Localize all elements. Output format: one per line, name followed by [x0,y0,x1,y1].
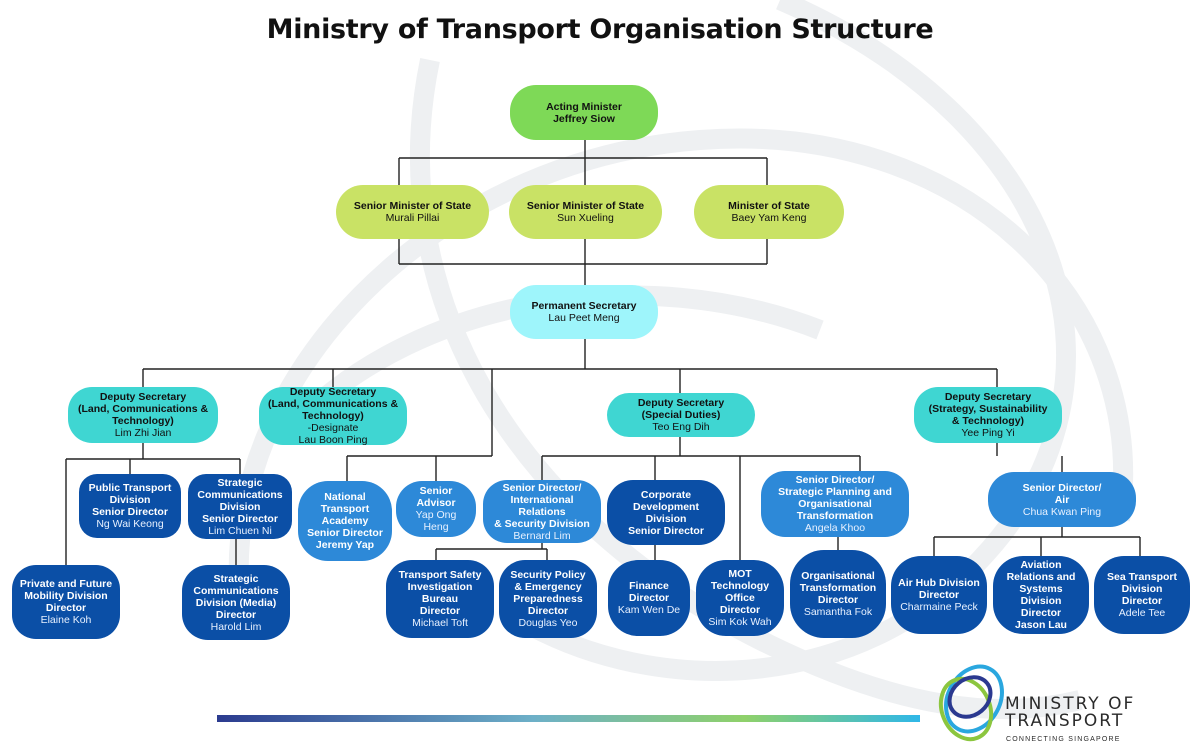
logo-text-line2: TRANSPORT [1005,711,1125,731]
node-name: Bernard Lim [513,529,571,542]
node-name: Douglas Yeo [518,617,578,629]
node-air-hub-division: Air Hub Division Director Charmaine Peck [891,556,987,634]
node-name: Yap Ong Heng [415,509,457,533]
node-name: Charmaine Peck [900,601,978,613]
node-name: Harold Lim [210,620,262,633]
node-organisational-transformation: Organisational Transformation Director S… [790,550,886,638]
node-role: Aviation Relations and Systems Division … [1006,559,1076,631]
node-role: Minister of State [728,200,810,212]
node-role: Organisational Transformation Director [799,570,877,606]
node-deputy-secretary-lct: Deputy Secretary (Land, Communications &… [68,387,218,443]
node-role: Senior Minister of State [353,200,472,212]
node-role: Strategic Communications Division (Media… [193,572,279,621]
node-aviation-relations-systems-division: Aviation Relations and Systems Division … [993,556,1089,634]
node-role: MOT Technology Office Director [710,568,770,616]
node-strategic-planning-organisational-transformation: Senior Director/ Strategic Planning and … [761,471,909,537]
node-name: Sim Kok Wah [708,616,772,628]
node-name: Jeffrey Siow [553,112,615,125]
node-name: Samantha Fok [803,606,873,618]
node-role: Deputy Secretary (Special Duties) [637,397,725,421]
node-role: Permanent Secretary [531,300,637,312]
footer-gradient-bar [217,715,920,722]
node-international-relations-security-division: Senior Director/ International Relations… [483,480,601,543]
node-role: Private and Future Mobility Division Dir… [19,578,113,614]
node-name: -Designate Lau Boon Ping [298,422,368,446]
node-senior-director-air: Senior Director/ Air Chua Kwan Ping [988,472,1136,527]
node-name: Kam Wen De [617,604,681,616]
node-name: Lim Zhi Jian [114,427,172,439]
node-name: Murali Pillai [385,212,440,224]
node-finance-director: Finance Director Kam Wen De [608,560,690,636]
node-role: Acting Minister [546,100,622,113]
node-name: Elaine Koh [40,614,92,626]
node-role: Air Hub Division Director [898,577,980,601]
node-strategic-communications-division-media: Strategic Communications Division (Media… [182,565,290,640]
logo-text-line1: MINISTRY OF [1005,694,1136,714]
node-name: Lim Chuen Ni [208,524,272,537]
node-role: Transport Safety Investigation Bureau Di… [398,569,482,617]
page-title: Ministry of Transport Organisation Struc… [266,14,934,45]
node-transport-safety-investigation-bureau: Transport Safety Investigation Bureau Di… [386,560,494,638]
node-security-policy-emergency-preparedness: Security Policy & Emergency Preparedness… [499,560,597,638]
node-role: Public Transport Division Senior Directo… [88,482,172,518]
node-corporate-development-division: Corporate Development Division Senior Di… [607,480,725,545]
node-role: Sea Transport Division Director [1106,571,1178,607]
mot-logo-icon [938,664,1004,742]
node-mot-technology-office: MOT Technology Office Director Sim Kok W… [696,560,784,636]
node-role: Security Policy & Emergency Preparedness… [510,569,586,617]
node-role: Strategic Communications Division Senior… [197,476,283,525]
node-name: Lau Peet Meng [548,312,620,324]
node-deputy-secretary-sst: Deputy Secretary (Strategy, Sustainabili… [914,387,1062,443]
node-name: Chua Kwan Ping [1022,505,1102,518]
node-national-transport-academy: National Transport Academy Senior Direct… [298,481,392,561]
node-role: Deputy Secretary (Land, Communications &… [267,386,399,422]
node-name: Ng Wai Keong [96,518,164,530]
node-name: Teo Eng Dih [652,421,710,433]
node-role: Senior Advisor [416,485,456,509]
node-senior-minister-of-state-murali: Senior Minister of State Murali Pillai [336,185,489,239]
node-name: Sun Xueling [557,212,614,224]
node-name: Adele Tee [1118,607,1166,619]
node-role: Deputy Secretary (Land, Communications &… [77,391,209,427]
node-role: Senior Director/ Air [1022,481,1102,506]
node-name: Michael Toft [412,617,468,629]
node-deputy-secretary-special-duties: Deputy Secretary (Special Duties) Teo En… [607,393,755,437]
logo-tagline: CONNECTING SINGAPORE [1006,736,1121,743]
node-role: Finance Director [628,580,670,604]
node-name: Baey Yam Keng [731,212,807,224]
node-role: Senior Director/ International Relations… [494,481,590,530]
node-role: National Transport Academy Senior Direct… [307,491,383,551]
node-role: Senior Minister of State [526,200,645,212]
node-strategic-communications-division: Strategic Communications Division Senior… [188,474,292,539]
node-public-transport-division: Public Transport Division Senior Directo… [79,474,181,538]
node-role: Senior Director/ Strategic Planning and … [778,474,892,522]
node-senior-advisor: Senior Advisor Yap Ong Heng [396,481,476,537]
node-role: Deputy Secretary (Strategy, Sustainabili… [928,391,1048,427]
node-private-future-mobility-division: Private and Future Mobility Division Dir… [12,565,120,639]
node-permanent-secretary: Permanent Secretary Lau Peet Meng [510,285,658,339]
node-deputy-secretary-lct-designate: Deputy Secretary (Land, Communications &… [259,386,407,446]
node-name: Yee Ping Yi [961,427,1015,439]
node-senior-minister-of-state-sun: Senior Minister of State Sun Xueling [509,185,662,239]
node-acting-minister: Acting Minister Jeffrey Siow [510,85,658,140]
node-name: Angela Khoo [804,522,866,534]
node-sea-transport-division: Sea Transport Division Director Adele Te… [1094,556,1190,634]
node-role: Corporate Development Division Senior Di… [628,488,704,537]
node-minister-of-state-baey: Minister of State Baey Yam Keng [694,185,844,239]
